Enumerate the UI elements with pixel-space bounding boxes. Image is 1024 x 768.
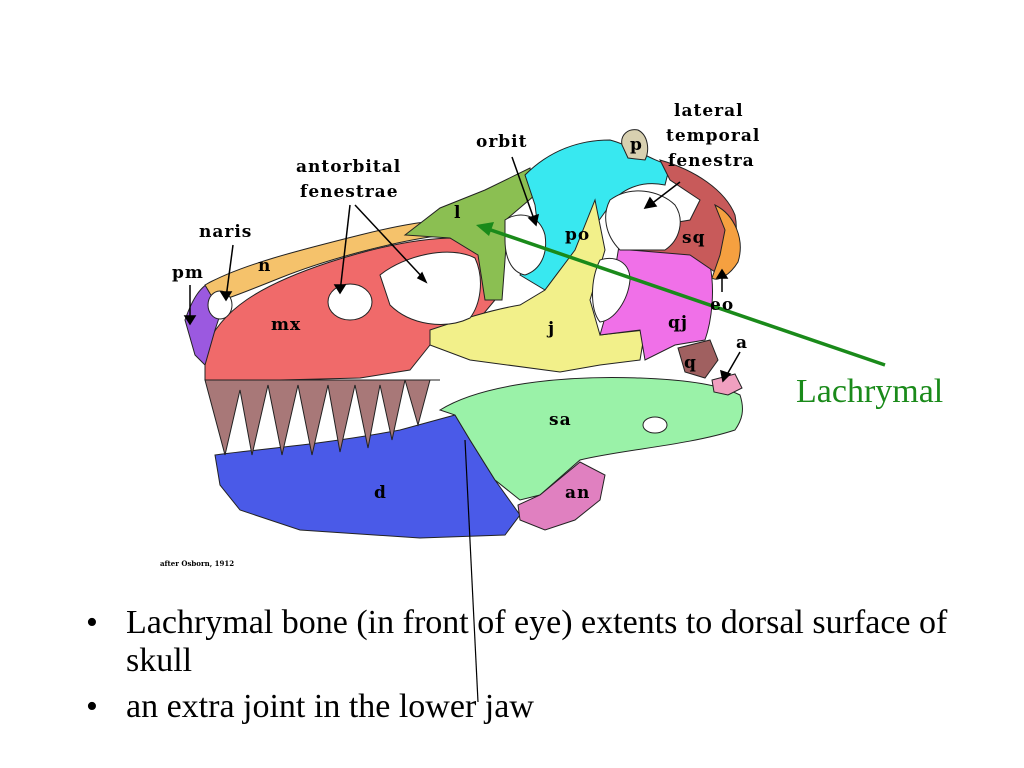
label-quadrate: q — [684, 353, 697, 373]
bullet-list: Lachrymal bone (in front of eye) extents… — [86, 604, 966, 734]
label-fenestra: fenestra — [668, 151, 755, 171]
pointer-lines — [183, 156, 741, 703]
label-exoccipital: eo — [710, 295, 734, 315]
lachrymal-callout-arrow — [476, 222, 886, 367]
surangular-bone — [438, 376, 743, 501]
label-lateral: lateral — [674, 101, 744, 121]
label-quadratojugal: qj — [668, 313, 688, 333]
exoccipital-bone — [711, 203, 741, 280]
skull-openings — [207, 190, 681, 434]
teeth — [204, 379, 440, 456]
label-premaxilla: pm — [172, 263, 204, 283]
lachrymal-callout-label: Lachrymal — [796, 373, 943, 410]
label-parietal: p — [630, 135, 643, 155]
label-nasal: n — [258, 256, 271, 276]
orbit-opening — [504, 214, 547, 276]
label-maxilla: mx — [271, 315, 301, 335]
label-jugal: j — [546, 319, 555, 339]
label-articular: a — [736, 333, 748, 353]
parietal-bone — [621, 129, 649, 161]
label-postorbital: po — [565, 225, 590, 245]
label-temporal: temporal — [666, 126, 760, 146]
antorbital-fenestra-small — [327, 283, 373, 321]
label-naris: naris — [199, 222, 252, 242]
figure-credit: after Osborn, 1912 — [160, 559, 234, 568]
bullet-item: Lachrymal bone (in front of eye) extents… — [86, 604, 966, 680]
quadrate-bone — [677, 339, 719, 379]
label-antorbital: antorbital — [296, 157, 401, 177]
label-fenestrae: fenestrae — [300, 182, 399, 202]
articular-bone — [711, 373, 743, 396]
lateral-temporal-fenestra-opening — [605, 190, 681, 251]
bullet-item: an extra joint in the lower jaw — [86, 688, 966, 726]
label-surangular: sa — [549, 410, 572, 430]
surangular-foramen — [642, 416, 668, 434]
label-dentary: d — [374, 483, 387, 503]
bone-labels: lateral temporal fenestra orbit p antorb… — [172, 101, 760, 503]
label-squamosal: sq — [682, 228, 705, 248]
label-lachrymal-l: l — [454, 203, 461, 223]
label-angular: an — [565, 483, 590, 503]
skull-bones — [184, 129, 743, 539]
label-orbit: orbit — [476, 132, 528, 152]
antorbital-fenestra-large — [379, 251, 481, 325]
angular-bone — [517, 461, 606, 531]
